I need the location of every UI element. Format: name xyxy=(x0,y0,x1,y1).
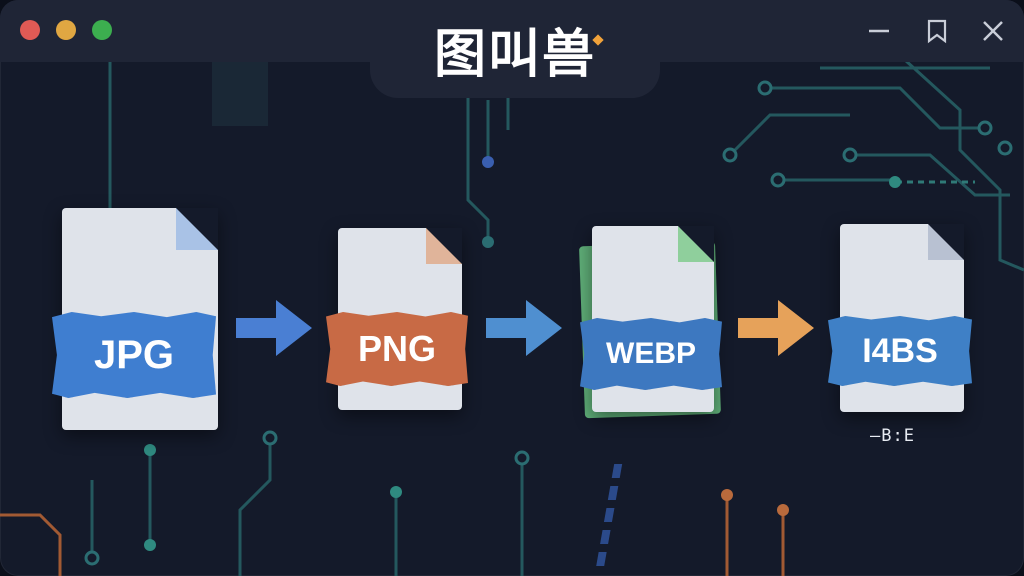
output-caption: –B:E xyxy=(870,426,915,446)
format-badge-jpg: JPG xyxy=(52,312,216,398)
restore-icon xyxy=(927,19,947,44)
format-badge-i4bs: I4BS xyxy=(828,316,972,386)
format-badge-webp: WEBP xyxy=(580,318,722,390)
zoom-traffic-light[interactable] xyxy=(92,20,112,40)
arrow-right-icon xyxy=(236,296,312,360)
minimize-button[interactable] xyxy=(864,16,894,46)
arrow-right-icon xyxy=(486,296,562,360)
restore-button[interactable] xyxy=(922,16,952,46)
close-traffic-light[interactable] xyxy=(20,20,40,40)
arrow-right-icon xyxy=(738,296,814,360)
minimize-traffic-light[interactable] xyxy=(56,20,76,40)
title-notch xyxy=(370,0,660,98)
close-button[interactable] xyxy=(978,16,1008,46)
app-title: 图叫兽 xyxy=(433,25,596,85)
minimize-icon xyxy=(869,29,889,33)
format-badge-png: PNG xyxy=(326,312,468,386)
close-icon xyxy=(983,21,1003,41)
